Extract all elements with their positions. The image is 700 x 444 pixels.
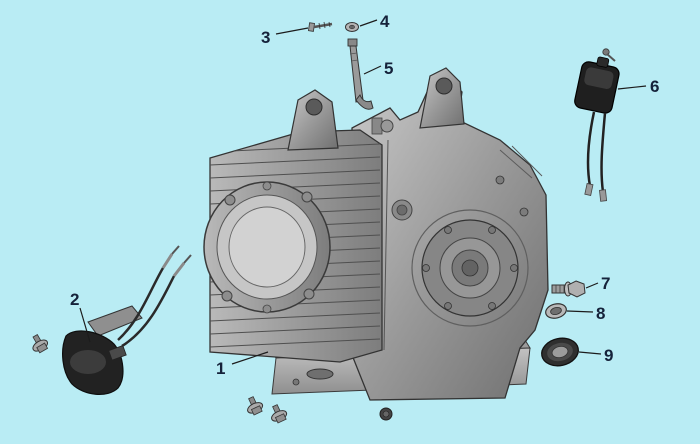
callout-label-3: 3 [261, 28, 270, 47]
washer-illustration [345, 22, 359, 32]
small-screw-illustration [308, 21, 333, 32]
leader-lines [79, 19, 647, 365]
sealing-washer-illustration [545, 303, 567, 319]
callout-label-8: 8 [596, 304, 605, 323]
leader-line-6 [617, 85, 647, 90]
callout-label-1: 1 [216, 359, 225, 378]
callout-label-5: 5 [384, 59, 393, 78]
engine-block-illustration [203, 67, 549, 421]
callout-label-2: 2 [70, 290, 79, 309]
plug-bolt-illustration [551, 280, 586, 298]
oil-seal-illustration [541, 337, 579, 367]
leader-line-7 [585, 282, 599, 289]
callout-label-7: 7 [601, 274, 610, 293]
dipstick-tube-illustration [347, 38, 374, 110]
leader-line-3 [275, 27, 309, 35]
callout-label-4: 4 [380, 12, 390, 31]
ignition-module-illustration [574, 48, 620, 202]
leader-line-8 [566, 310, 594, 313]
flange-bolts-illustration [247, 396, 288, 424]
callout-label-6: 6 [650, 77, 659, 96]
leader-line-1 [231, 351, 269, 365]
leader-line-9 [578, 351, 602, 355]
oil-switch-illustration [32, 245, 192, 395]
leader-line-4 [359, 19, 378, 27]
leader-line-2 [79, 307, 91, 343]
leader-line-5 [363, 65, 382, 75]
callout-label-9: 9 [604, 346, 613, 365]
